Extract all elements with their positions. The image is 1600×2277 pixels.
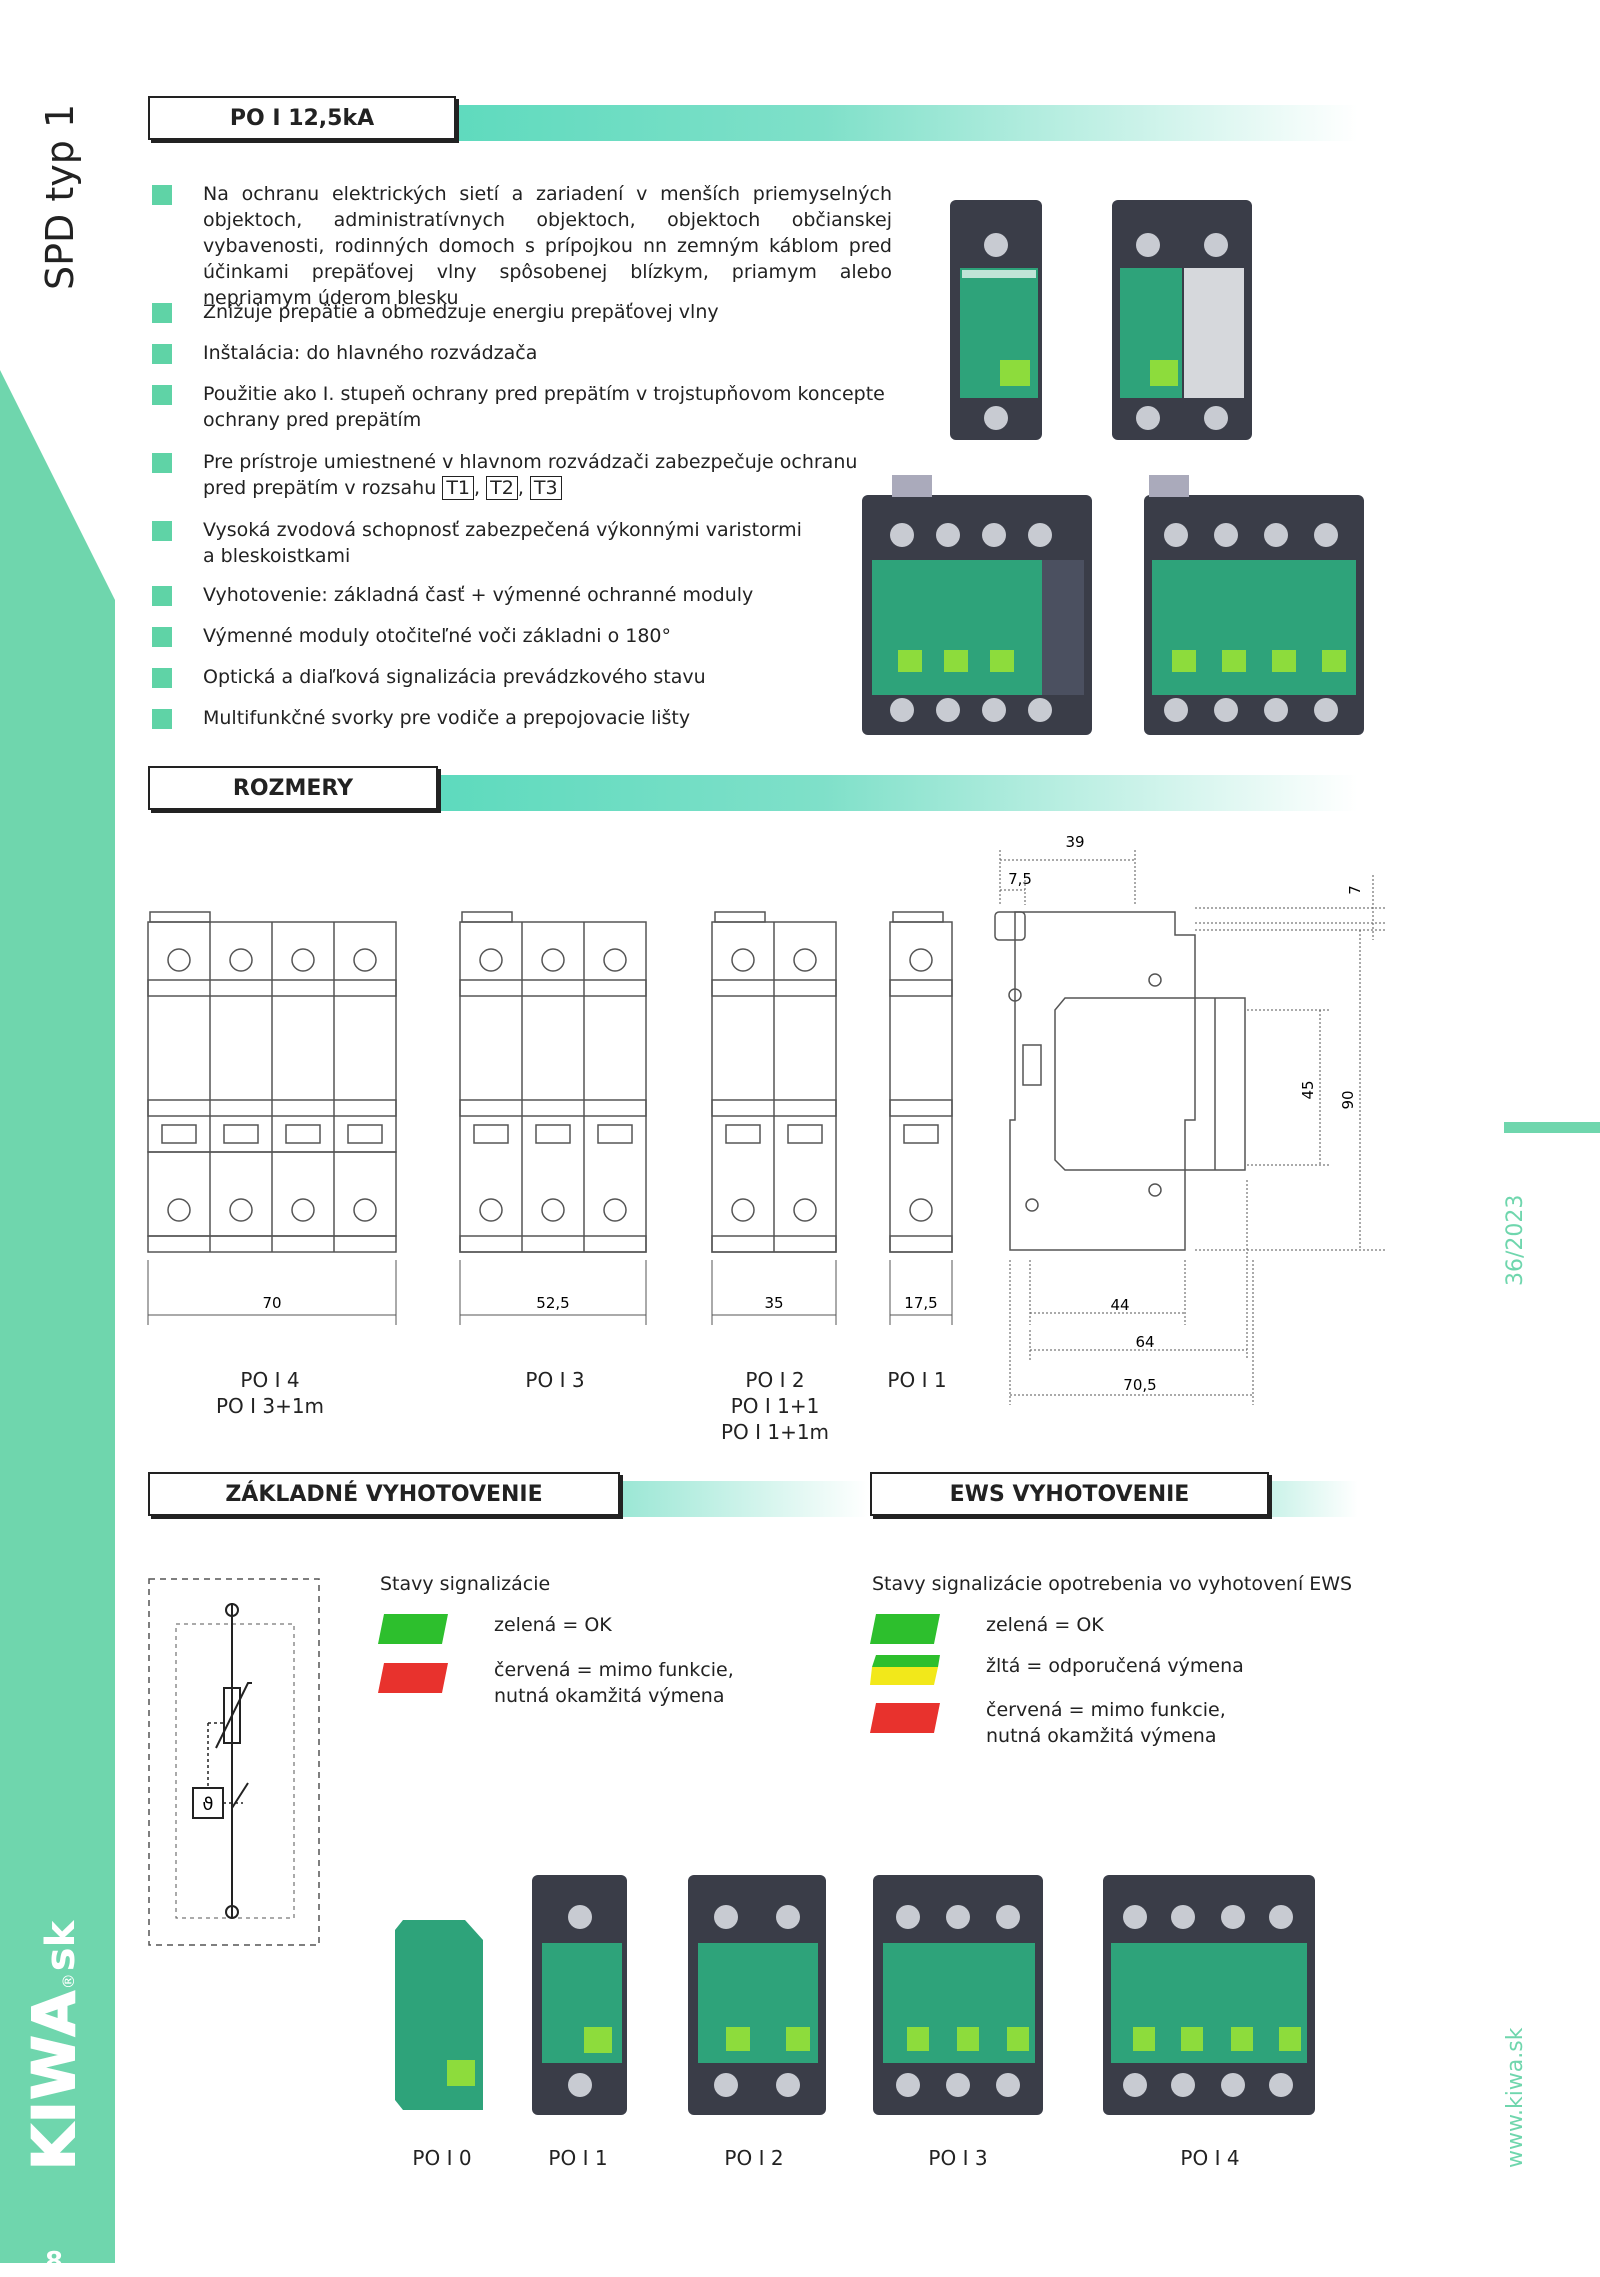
- brand-logo: KIWA ® sk: [19, 1920, 89, 2171]
- section-header-basic: ZÁKLADNÉ VYHOTOVENIE: [148, 1472, 868, 1518]
- circuit-schematic: ϑ: [148, 1578, 320, 1946]
- bottom-label-po2: PO I 2: [724, 2146, 784, 2170]
- front-po4: [147, 911, 397, 1253]
- label-po3: PO I 3: [525, 1368, 585, 1392]
- bottom-label-po4: PO I 4: [1180, 2146, 1240, 2170]
- bottom-label-po1: PO I 1: [548, 2146, 608, 2170]
- basic-state-green: zelená = OK: [378, 1614, 612, 1648]
- bottom-label-po0: PO I 0: [412, 2146, 472, 2170]
- bottom-photo-po3: [873, 1875, 1043, 2115]
- side-band: [0, 370, 115, 2263]
- red-indicator-icon: [378, 1663, 448, 1693]
- label-po4: PO I 4 PO I 3+1m: [215, 1368, 325, 1418]
- product-title: PO I 12,5kA: [148, 96, 456, 140]
- width-po1: 17,5: [904, 1294, 937, 1312]
- green-indicator-icon: [870, 1614, 940, 1644]
- bullet-4: Použitie ako I. stupeň ochrany pred prep…: [152, 381, 892, 433]
- bottom-photo-po4: [1103, 1875, 1315, 2115]
- bullet-6: Vysoká zvodová schopnosť zabezpečená výk…: [152, 517, 812, 569]
- front-view-drawings: 70 52,5 35 17,5: [147, 911, 953, 1325]
- brand-suffix: sk: [38, 1920, 84, 1972]
- bullet-2: Znižuje prepätie a obmedzuje energiu pre…: [152, 299, 892, 325]
- bottom-label-po3: PO I 3: [928, 2146, 988, 2170]
- dim-7: 7: [1346, 885, 1364, 895]
- bullet-5: Pre prístroje umiestnené v hlavnom rozvá…: [152, 449, 892, 501]
- bullet-10: Multifunkčné svorky pre vodiče a prepojo…: [152, 705, 892, 731]
- front-po2: [711, 911, 837, 1253]
- product-photo-1pole: [950, 200, 1042, 440]
- side-view-drawing: 39 7,5 7 45 90 44 64 70,5: [994, 833, 1385, 1405]
- side-title: SPD typ 1: [38, 103, 82, 290]
- website: www.kiwa.sk: [1503, 2027, 1528, 2168]
- ews-state-yellow: žltá = odporučená výmena: [870, 1655, 1244, 1689]
- width-po3: 52,5: [536, 1294, 569, 1312]
- front-po3: [459, 911, 647, 1253]
- bullet-8: Výmenné moduly otočiteľné voči základni …: [152, 623, 892, 649]
- green-indicator-icon: [378, 1614, 448, 1644]
- brand-reg: ®: [59, 1973, 78, 1990]
- thermal-symbol-icon: ϑ: [202, 1794, 213, 1815]
- label-po2: PO I 2 PO I 1+1 PO I 1+1m: [720, 1368, 830, 1444]
- t3-badge: T3: [529, 476, 562, 500]
- front-po1: [889, 911, 953, 1253]
- ews-state-green: zelená = OK: [870, 1614, 1104, 1648]
- page-number: 8: [45, 2247, 64, 2277]
- bullet-7: Vyhotovenie: základná časť + výmenné och…: [152, 582, 892, 608]
- t1-badge: T1: [442, 476, 475, 500]
- basic-state-red: červená = mimo funkcie, nutná okamžitá v…: [378, 1659, 734, 1707]
- bottom-photo-po1: [532, 1875, 627, 2115]
- dim-70-5: 70,5: [1123, 1376, 1156, 1394]
- section-header-dimensions: ROZMERY: [148, 766, 1358, 812]
- product-photo-3pole-n: [862, 475, 1092, 735]
- red-indicator-icon: [870, 1703, 940, 1733]
- section-header-ews: EWS VYHOTOVENIE: [870, 1472, 1358, 1518]
- dim-64: 64: [1135, 1333, 1154, 1351]
- dim-90: 90: [1339, 1090, 1357, 1109]
- product-photo-2pole: [1112, 200, 1252, 440]
- bullet-9: Optická a diaľková signalizácia prevádzk…: [152, 664, 892, 690]
- ews-state-red: červená = mimo funkcie, nutná okamžitá v…: [870, 1699, 1226, 1747]
- issue-date: 36/2023: [1503, 1194, 1528, 1286]
- width-po2: 35: [764, 1294, 783, 1312]
- width-po4: 70: [262, 1294, 281, 1312]
- basic-title: ZÁKLADNÉ VYHOTOVENIE: [148, 1472, 620, 1516]
- bullet-1: Na ochranu elektrických sietí a zariaden…: [152, 181, 892, 311]
- ews-title: EWS VYHOTOVENIE: [870, 1472, 1269, 1516]
- bottom-photo-po2: [688, 1875, 826, 2115]
- bottom-photo-po0: [395, 1920, 483, 2110]
- dim-44: 44: [1110, 1296, 1129, 1314]
- t2-badge: T2: [486, 476, 518, 500]
- dim-45: 45: [1299, 1080, 1317, 1099]
- bullet-3: Inštalácia: do hlavného rozvádzača: [152, 340, 892, 366]
- dim-7-5: 7,5: [1008, 870, 1032, 888]
- product-photo-4pole: [1144, 475, 1364, 735]
- section-header-product: PO I 12,5kA: [148, 96, 1358, 142]
- ews-signal-title: Stavy signalizácie opotrebenia vo vyhoto…: [872, 1573, 1353, 1595]
- label-po1: PO I 1: [887, 1368, 947, 1392]
- dim-39: 39: [1065, 833, 1084, 851]
- yellow-indicator-icon: [870, 1655, 940, 1685]
- right-accent-bar: [1504, 1122, 1600, 1133]
- brand-name: KIWA: [19, 1988, 89, 2171]
- dimensions-title: ROZMERY: [148, 766, 438, 810]
- basic-signal-title: Stavy signalizácie: [380, 1573, 551, 1595]
